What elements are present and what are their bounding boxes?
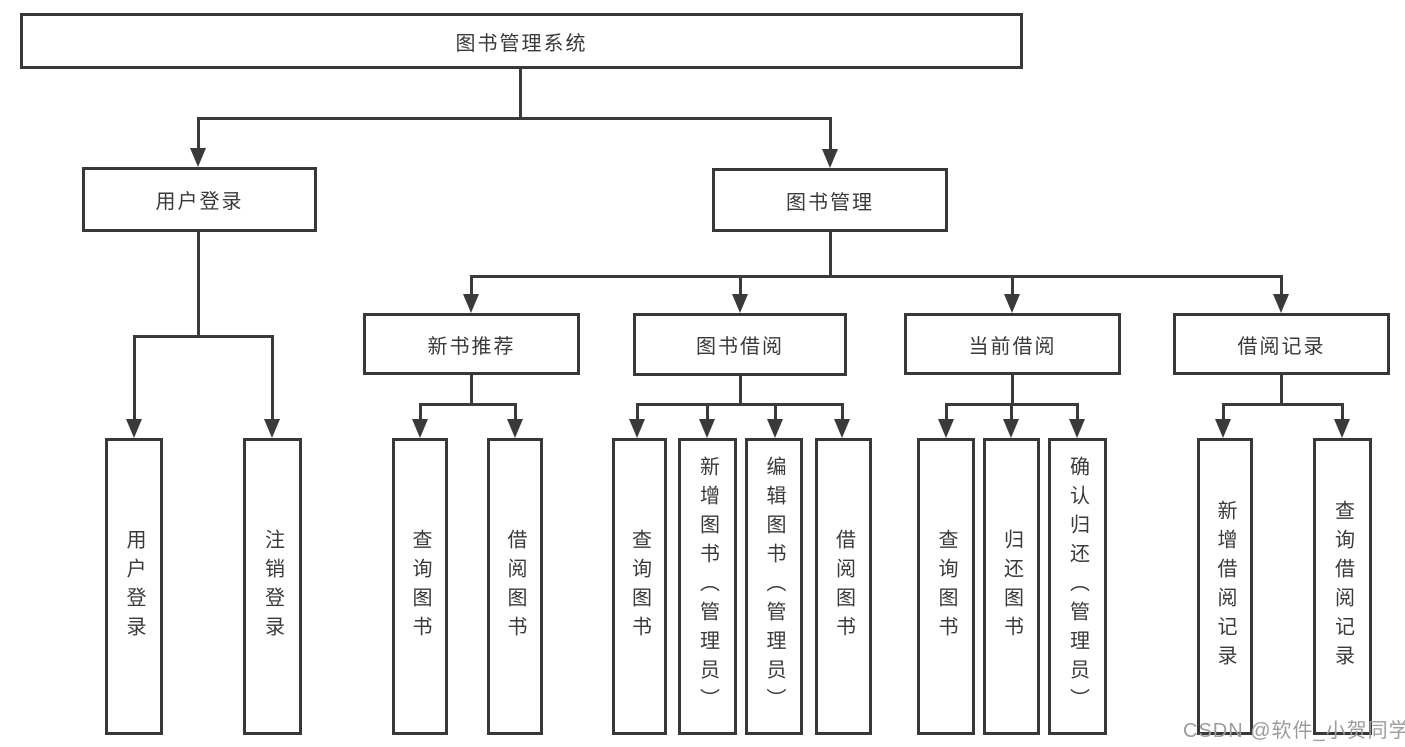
leaf-newbook-borrow-books: 借阅图书 (487, 438, 543, 735)
connector-line (774, 403, 777, 421)
connector-line (636, 403, 844, 406)
connector-line (1011, 375, 1014, 405)
connector-line (197, 117, 832, 120)
arrow-down-icon (412, 419, 428, 438)
leaf-record-add-record: 新增借阅记录 (1197, 438, 1253, 735)
leaf-current-confirm-return-admin: 确认归还（管理员） (1048, 438, 1107, 735)
connector-line (1280, 375, 1283, 405)
connector-line (1011, 275, 1014, 296)
connector-line (1280, 275, 1283, 296)
leaf-borrow-add-books-admin: 新增图书（管理员） (678, 438, 737, 735)
connector-line (1341, 403, 1344, 421)
arrow-down-icon (1334, 419, 1350, 438)
connector-line (1010, 403, 1013, 421)
leaf-user-login: 用户登录 (105, 438, 163, 735)
connector-line (636, 403, 639, 421)
node-user-login: 用户登录 (82, 167, 317, 232)
arrow-down-icon (126, 419, 142, 438)
arrow-down-icon (1273, 294, 1289, 313)
connector-line (829, 232, 832, 277)
arrow-down-icon (1004, 294, 1020, 313)
arrow-down-icon (264, 419, 280, 438)
node-current-borrow: 当前借阅 (904, 313, 1121, 375)
connector-line (133, 335, 274, 338)
connector-line (419, 403, 517, 406)
arrow-down-icon (507, 419, 523, 438)
connector-line (197, 232, 200, 337)
leaf-borrow-query-books: 查询图书 (612, 438, 667, 735)
connector-line (519, 69, 522, 118)
leaf-borrow-edit-books-admin: 编辑图书（管理员） (745, 438, 803, 735)
connector-line (470, 275, 1283, 278)
arrow-down-icon (1003, 419, 1019, 438)
leaf-borrow-borrow-books: 借阅图书 (815, 438, 872, 735)
connector-line (1222, 403, 1225, 421)
leaf-record-query-record: 查询借阅记录 (1313, 438, 1372, 735)
node-book-management: 图书管理 (712, 168, 948, 232)
arrow-down-icon (938, 419, 954, 438)
connector-line (739, 275, 742, 296)
arrow-down-icon (834, 419, 850, 438)
connector-line (470, 275, 473, 296)
connector-line (419, 403, 422, 421)
connector-line (945, 403, 948, 421)
arrow-down-icon (1069, 419, 1085, 438)
arrow-down-icon (767, 419, 783, 438)
leaf-newbook-query-books: 查询图书 (392, 438, 448, 735)
node-root: 图书管理系统 (20, 13, 1023, 69)
node-borrow-record: 借阅记录 (1173, 313, 1390, 375)
connector-line (197, 117, 200, 150)
leaf-current-return-books: 归还图书 (983, 438, 1040, 735)
arrow-down-icon (732, 294, 748, 313)
node-book-borrow: 图书借阅 (633, 313, 847, 376)
connector-line (133, 335, 136, 421)
arrow-down-icon (629, 419, 645, 438)
csdn-watermark: CSDN @软件_小贺同学 (1183, 720, 1405, 742)
connector-line (1076, 403, 1079, 421)
leaf-current-query-books: 查询图书 (917, 438, 975, 735)
node-new-book-recommend: 新书推荐 (363, 313, 580, 375)
connector-line (739, 376, 742, 405)
connector-line (1222, 403, 1343, 406)
connector-line (514, 403, 517, 421)
connector-line (706, 403, 709, 421)
arrow-down-icon (190, 148, 206, 167)
connector-line (470, 375, 473, 405)
arrow-down-icon (463, 294, 479, 313)
arrow-down-icon (822, 149, 838, 168)
connector-line (271, 335, 274, 421)
arrow-down-icon (699, 419, 715, 438)
leaf-logout: 注销登录 (243, 438, 302, 735)
arrow-down-icon (1215, 419, 1231, 438)
connector-line (841, 403, 844, 421)
connector-line (829, 117, 832, 150)
